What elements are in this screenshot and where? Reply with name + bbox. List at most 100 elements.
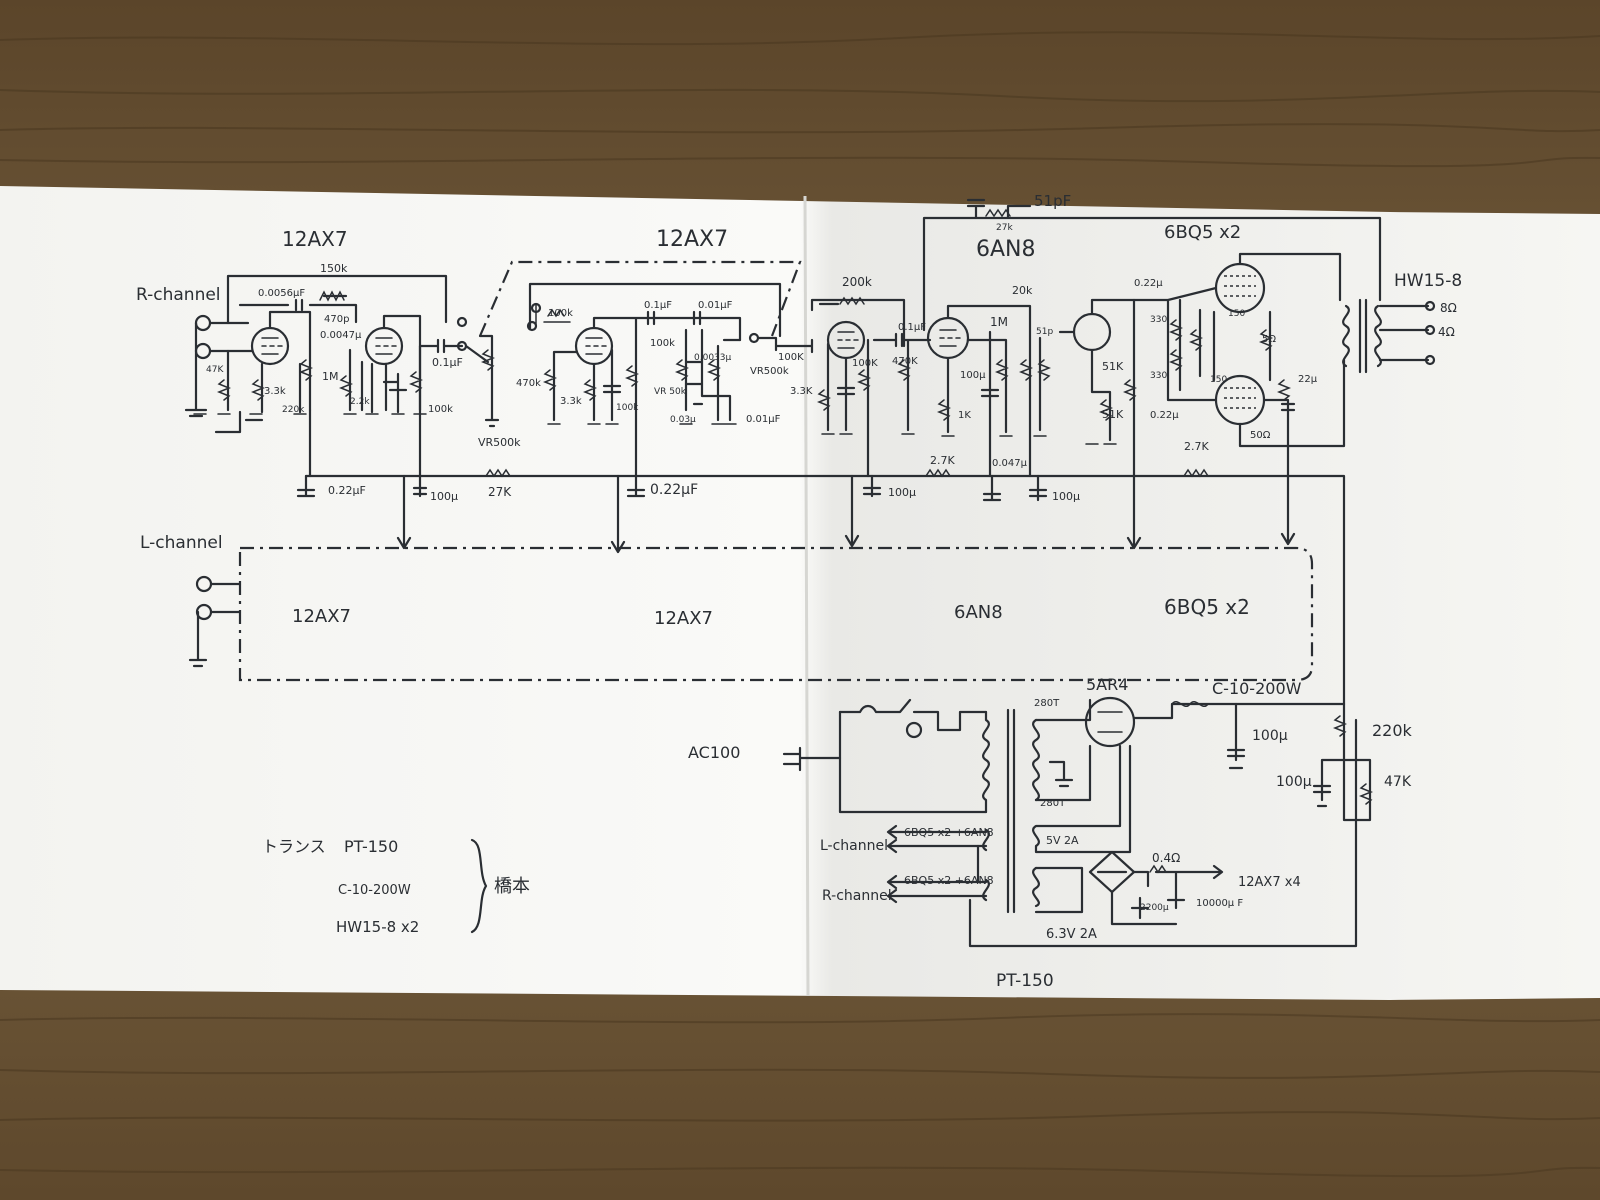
bus-res-2: 2.7K (930, 454, 955, 467)
res-200k: 200k (842, 275, 872, 289)
rectifier-tube (1084, 696, 1136, 748)
cap-0-22u-top: 0.22μ (1134, 278, 1163, 289)
res-100k-d: 100k (616, 403, 639, 413)
stage3-tube-label: 6AN8 (976, 237, 1036, 262)
res-3k3-c: 3.3K (790, 386, 813, 397)
paper-fold (803, 195, 810, 997)
res-220k: 220k (282, 405, 305, 415)
res-330-b: 330 (1150, 371, 1167, 381)
res-470k: 470k (516, 378, 541, 389)
cap-100u-k: 100μ (960, 370, 986, 381)
parts-brace (470, 838, 488, 934)
stage1-tube-label: 12AX7 (282, 227, 348, 251)
output-transformer-label: HW15-8 (1394, 271, 1462, 291)
labels-power-supply: AC100 5AR4 C-10-200W 280T 280T 5V 2A 100… (688, 675, 1413, 991)
schematic-right-channel (184, 198, 1436, 706)
tone-cap-1: 0.1μF (644, 300, 672, 311)
vr50k: VR 50k (654, 387, 687, 397)
rect-heater-label: 5V 2A (1046, 834, 1079, 847)
bus-cap-2: 0.22μF (650, 482, 698, 498)
feedback-cap-3: 0.0047μ (320, 330, 362, 341)
bus-elec-2: 100μ (888, 486, 916, 499)
res-1m-b: 1M (990, 315, 1008, 329)
coupling-cap-1: 0.1μF (432, 356, 463, 369)
heater-feed-r-channel: R-channel (822, 888, 892, 904)
bus-cap-1: 0.22μF (328, 484, 366, 497)
dc-heater-res: 0.4Ω (1152, 851, 1180, 865)
vr500k-a: VR500k (478, 436, 521, 449)
cap-0-22u-bottom: 0.22μ (1150, 410, 1179, 421)
bleeder-low-label: 47K (1384, 774, 1412, 790)
bleeder-res-label: 220k (1372, 721, 1413, 740)
tone-cap-5: 0.01μF (746, 414, 781, 425)
res-3k3-a: 3.3k (264, 386, 286, 397)
dc-heater-cap-2: 10000μ F (1196, 898, 1243, 909)
res-51k-a: 51K (1102, 360, 1124, 373)
output-tube-label: 6BQ5 x2 (1164, 222, 1241, 243)
hv-tap-top: 280T (1034, 698, 1060, 709)
schematic-power-supply (782, 696, 1374, 948)
res-27k-fb: 27k (996, 223, 1013, 233)
tap-4ohm: 4Ω (1438, 325, 1455, 339)
res-330-a: 330 (1150, 315, 1167, 325)
labels-right-channel: R-channel 12AX7 12AX7 6AN8 6BQ5 x2 HW15-… (136, 192, 1462, 503)
res-3k3-b: 3.3k (560, 396, 582, 407)
res-20k: 20k (1012, 284, 1033, 297)
dc-heater-target: 12AX7 x4 (1238, 875, 1301, 890)
power-transformer-label: PT-150 (996, 971, 1054, 991)
bus-res-1: 27K (488, 485, 512, 499)
res-100k-a: 100k (428, 404, 453, 415)
parts-list-heading: トランス (262, 837, 326, 856)
heater-feed-l-channel: L-channel (820, 838, 888, 854)
res-150-b: 150 (1210, 375, 1227, 385)
bus-cap-3: 0.047μ (992, 458, 1028, 469)
res-47k: 47K (206, 365, 224, 375)
res-50ohm: 50Ω (1250, 430, 1271, 441)
heater-winding-label: 6.3V 2A (1046, 927, 1097, 942)
cap-51p: 51p (1036, 327, 1053, 337)
parts-list: トランス PT-150 C-10-200W HW15-8 x2 橋本 (262, 837, 530, 936)
res-100k-e: 100K (778, 352, 804, 363)
l-tube-3: 6AN8 (954, 602, 1003, 623)
l-tube-1: 12AX7 (292, 606, 351, 627)
r-channel-label: R-channel (136, 285, 221, 305)
res-100k-b: 100k (548, 308, 573, 319)
wood-grain (0, 31, 1600, 1178)
res-2k2: 2.2k (350, 397, 370, 407)
parts-item-1: PT-150 (344, 837, 398, 856)
filter-cap-label: 100μ (1252, 728, 1288, 744)
vr500k-b: VR500k (750, 366, 789, 377)
heater-feed-l-load: 6BQ5 x2 +6AN8 (904, 826, 994, 839)
res-1k: 1K (958, 410, 971, 421)
hv-tap-bottom: 280T (1040, 798, 1066, 809)
res-51k-b: 51K (1102, 408, 1124, 421)
res-470k-b: 470K (892, 356, 918, 367)
tone-cap-3: 0.0033μ (694, 353, 731, 363)
feedback-cap-2: 470p (324, 314, 349, 325)
coupling-cap-2: 0.1μF (898, 322, 926, 333)
l-tube-4: 6BQ5 x2 (1164, 595, 1250, 619)
bleeder-cap-label: 100μ (1276, 774, 1312, 790)
schematic-left-channel (188, 546, 1314, 682)
bus-elec-3: 100μ (1052, 490, 1080, 503)
dc-heater-cap-1: 2200μ (1140, 903, 1169, 913)
stage2-tube-label: 12AX7 (656, 227, 728, 252)
feedback-cap-1: 0.0056μF (258, 288, 305, 299)
cap-51pf: 51pF (1034, 192, 1071, 210)
parts-brand: 橋本 (494, 876, 530, 897)
rectifier-label: 5AR4 (1086, 675, 1128, 694)
res-1m-a: 1M (322, 370, 339, 383)
mains-label: AC100 (688, 743, 740, 762)
tone-cap-2: 0.01μF (698, 300, 733, 311)
l-tube-2: 12AX7 (654, 608, 713, 629)
res-100k-f: 100K (852, 358, 878, 369)
res-5ohm: 5Ω (1262, 334, 1276, 345)
bus-elec-1: 100μ (430, 490, 458, 503)
tap-8ohm: 8Ω (1440, 301, 1457, 315)
labels-left-channel: L-channel 12AX7 12AX7 6AN8 6BQ5 x2 (140, 533, 1250, 629)
res-150-a: 150 (1228, 309, 1245, 319)
choke-label: C-10-200W (1212, 679, 1302, 698)
res-100k-c: 100k (650, 338, 675, 349)
cap-22u: 22μ (1298, 374, 1318, 385)
